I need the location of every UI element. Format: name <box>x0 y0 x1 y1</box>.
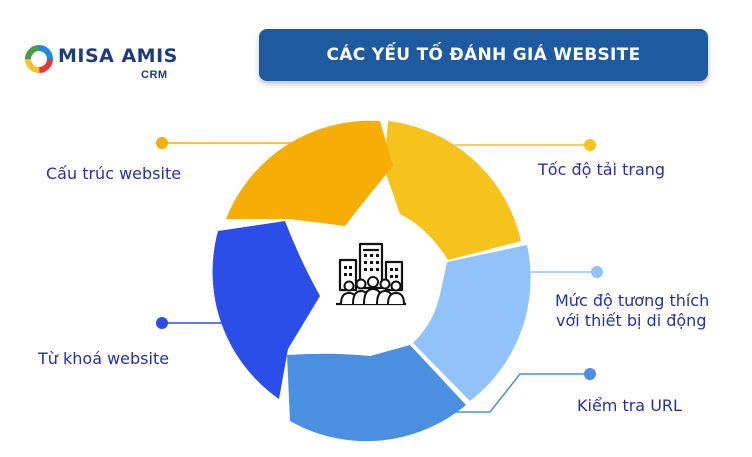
segment-cau-truc <box>226 120 393 226</box>
brand-sub: CRM <box>141 69 168 81</box>
label-cau-truc-website: Cấu trúc website <box>46 164 182 183</box>
segment-tu-khoa <box>212 221 320 399</box>
connector-kiem-tra <box>455 373 590 413</box>
label-tu-khoa-website: Từ khoá website <box>38 349 170 368</box>
label-muc-do-tuong-thich-1: Mức độ tương thích <box>555 291 710 310</box>
dot-cau-truc <box>156 137 168 149</box>
segment-muc-do <box>413 245 531 401</box>
brand-logo: MISA AMIS CRM <box>24 44 177 90</box>
segment-kiem-tra <box>287 345 466 442</box>
dot-kiem-tra <box>584 368 596 380</box>
label-muc-do-tuong-thich-2: với thiết bị di động <box>556 311 707 330</box>
label-kiem-tra-url: Kiểm tra URL <box>577 396 682 415</box>
dot-toc-do <box>584 139 596 151</box>
segment-toc-do <box>384 121 521 260</box>
label-toc-do-tai-trang: Tốc độ tải trang <box>538 160 666 179</box>
building-people-icon <box>327 233 413 319</box>
logo-mark-icon <box>25 45 53 73</box>
dot-tu-khoa <box>156 317 168 329</box>
dot-muc-do <box>591 266 603 278</box>
brand-name: MISA AMIS <box>58 45 178 67</box>
page-title: CÁC YẾU TỐ ĐÁNH GIÁ WEBSITE <box>326 45 641 65</box>
title-banner: CÁC YẾU TỐ ĐÁNH GIÁ WEBSITE <box>259 29 708 81</box>
